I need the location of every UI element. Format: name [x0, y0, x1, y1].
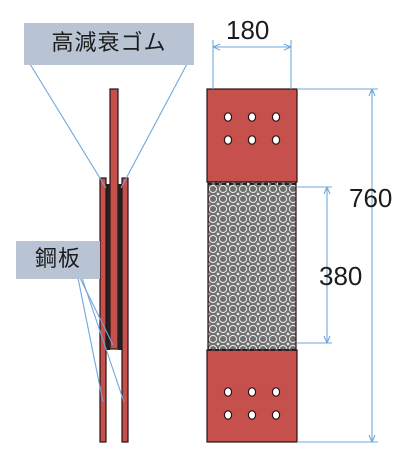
dim-total-arrow-top: [368, 88, 376, 97]
dim-width-arrow-left: [212, 43, 221, 51]
dim-total-arrow-bottom: [368, 434, 376, 443]
side-rubber-layer-left: [106, 184, 110, 350]
bolt-hole: [271, 410, 281, 420]
dim-width-arrow-right: [283, 43, 292, 51]
steel-plate-label: 鋼板: [16, 241, 100, 279]
side-steel-plate-left: [99, 177, 107, 443]
side-view: [99, 88, 129, 443]
leader-steel-1: [77, 277, 104, 403]
bolt-hole: [247, 112, 257, 122]
front-rubber-panel: [207, 181, 297, 351]
side-steel-plate-center: [109, 88, 119, 350]
bolt-holes: [223, 112, 281, 420]
front-view: [206, 88, 298, 443]
bolt-hole: [223, 387, 233, 397]
bolt-hole: [271, 387, 281, 397]
bolt-hole: [247, 387, 257, 397]
rubber-height-dimension-label: 380: [319, 261, 363, 291]
leader-rubber-left: [29, 63, 107, 189]
side-steel-plate-right: [121, 177, 129, 443]
dim-rubber-arrow-bottom: [323, 335, 331, 344]
leader-rubber-right: [120, 63, 188, 189]
bolt-hole: [247, 410, 257, 420]
total-height-dimension-label: 760: [349, 183, 393, 213]
bolt-hole: [271, 112, 281, 122]
bolt-hole: [223, 135, 233, 145]
leader-steel-3: [81, 277, 125, 403]
side-rubber-layer-right: [118, 184, 122, 350]
bolt-hole: [223, 112, 233, 122]
rubber-label: 高減衰ゴム: [24, 23, 194, 65]
dimension-lines: [212, 40, 378, 443]
bolt-hole: [271, 135, 281, 145]
bolt-hole: [223, 410, 233, 420]
bolt-hole: [247, 135, 257, 145]
leader-lines: [29, 63, 188, 403]
width-dimension-label: 180: [226, 15, 270, 45]
dim-rubber-arrow-top: [323, 186, 331, 195]
